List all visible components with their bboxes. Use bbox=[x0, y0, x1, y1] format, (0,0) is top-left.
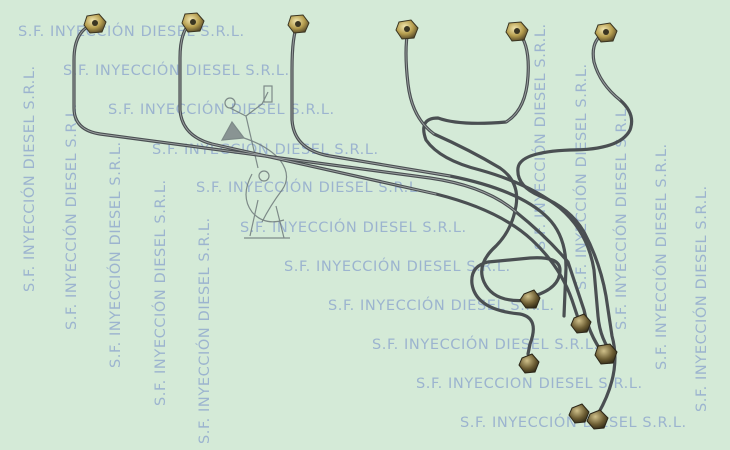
watermark-text: S.F. INYECCIÓN DIESEL S.R.L. bbox=[63, 63, 290, 79]
nut-bottom-3 bbox=[518, 353, 540, 374]
watermark-text: S.F. INYECCIÓN DIESEL S.R.L. bbox=[372, 337, 599, 353]
pipe-line-5 bbox=[422, 30, 616, 358]
watermark-text: S.F. INYECCIÓN DIESEL S.R.L. bbox=[196, 180, 423, 196]
watermark-text: S.F. INYECCIÓN DIESEL S.R.L. bbox=[460, 415, 687, 431]
watermark-text: S.F. INYECCION DIESEL S.R.L. bbox=[416, 376, 643, 392]
watermark-text: S.F. INYECCIÓN DIESEL S.R.L. bbox=[284, 259, 511, 275]
pipe-nuts-top bbox=[83, 12, 618, 43]
pipe-line-2 bbox=[178, 20, 584, 332]
mechanic-logo-icon bbox=[220, 85, 290, 239]
watermark-text: S.F. INYECCIÓN DIESEL S.R.L. bbox=[240, 220, 467, 236]
nut-bottom-2 bbox=[570, 313, 592, 334]
watermark-text: S.F. INYECCIÓN DIESEL S.R.L. bbox=[108, 102, 335, 118]
nut-bottom-5 bbox=[568, 403, 590, 424]
pipe-lines bbox=[72, 20, 634, 416]
pipe-nuts-bottom bbox=[518, 289, 618, 430]
nut-bottom-1 bbox=[519, 289, 541, 309]
nut-bottom-4 bbox=[594, 343, 618, 365]
nut-bottom-6 bbox=[586, 409, 609, 430]
